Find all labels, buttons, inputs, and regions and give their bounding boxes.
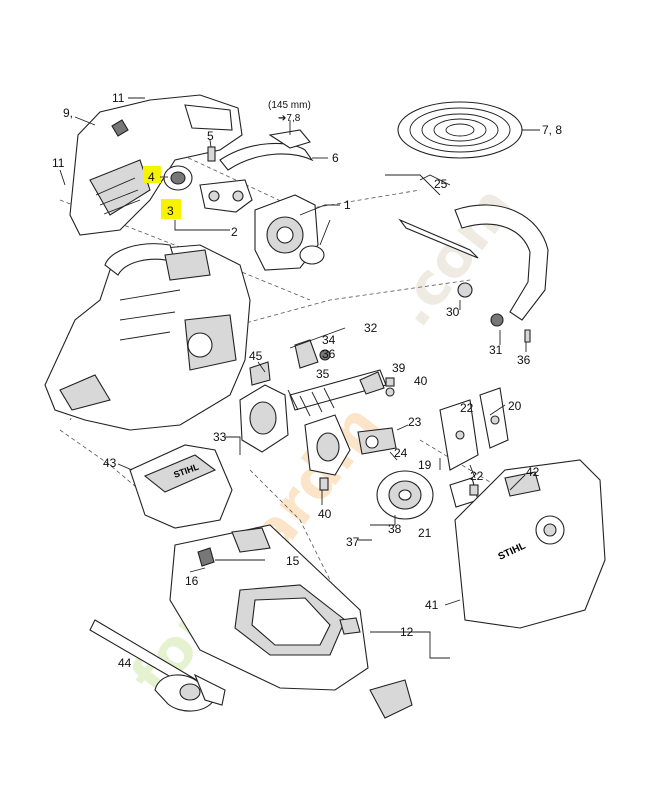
annotation-145mm: (145 mm) — [268, 100, 311, 111]
label-32: 32 — [364, 321, 378, 335]
label-41: 41 — [425, 598, 439, 612]
label-34: 34 — [322, 333, 336, 347]
part-38-clutch — [358, 470, 434, 541]
label-44: 44 — [118, 656, 132, 670]
part-bottom-right — [369, 679, 413, 719]
part-23-24-pump — [304, 414, 409, 476]
part-12-handle-housing — [169, 524, 450, 691]
small-hardware-right — [457, 282, 531, 343]
part-44-wrench — [89, 619, 226, 712]
label-9: 9, — [63, 106, 73, 120]
label-45: 45 — [249, 349, 263, 363]
label-7-8: 7, 8 — [542, 123, 562, 137]
label-19: 19 — [418, 458, 432, 472]
label-1: 1 — [344, 198, 351, 212]
label-5: 5 — [207, 129, 214, 143]
label-3: 3 — [167, 204, 174, 218]
label-4: 4 — [148, 170, 155, 184]
label-22a: 22 — [460, 401, 474, 415]
highlight-4 — [143, 166, 161, 183]
part-19-20-plates — [439, 387, 509, 508]
part-1-starter — [254, 194, 340, 271]
label-31: 31 — [489, 343, 503, 357]
label-20: 20 — [508, 399, 522, 413]
label-37: 37 — [346, 535, 360, 549]
label-38: 38 — [388, 522, 402, 536]
label-30: 30 — [446, 305, 460, 319]
label-24: 24 — [394, 446, 408, 460]
label-42: 42 — [526, 465, 540, 479]
label-6: 6 — [332, 151, 339, 165]
label-35: 35 — [316, 367, 330, 381]
part-33-plate — [225, 384, 289, 455]
label-40a: 40 — [414, 374, 428, 388]
part-43-filter-cover: STIHL — [117, 444, 233, 529]
label-23: 23 — [408, 415, 422, 429]
label-40b: 40 — [318, 507, 332, 521]
label-15: 15 — [286, 554, 300, 568]
part-40-screws — [319, 377, 395, 491]
engine-housing — [44, 243, 251, 431]
label-11a: 11 — [112, 91, 125, 105]
label-12: 12 — [400, 625, 414, 639]
label-2: 2 — [231, 225, 238, 239]
part-25-handguard — [398, 174, 549, 321]
label-25: 25 — [434, 177, 448, 191]
engine-shroud — [69, 94, 243, 236]
label-16: 16 — [185, 574, 199, 588]
part-41-sprocket-cover: STIHL — [444, 459, 606, 629]
label-39: 39 — [392, 361, 406, 375]
leader-lines — [59, 97, 527, 505]
part-15-16-throttle — [189, 527, 271, 573]
label-43: 43 — [103, 456, 117, 470]
label-36a: 36 — [322, 347, 336, 361]
label-33: 33 — [213, 430, 227, 444]
part-45 — [249, 361, 271, 386]
part-32-tensioner — [287, 327, 395, 417]
annotation-arrow-7-8: ➔7,8 — [278, 113, 301, 124]
part-2-bracket — [174, 179, 253, 231]
label-11b: 11 — [52, 156, 65, 170]
part-7-8-spring — [397, 101, 540, 159]
highlight-3 — [161, 199, 181, 219]
part-4-fuel-cap — [160, 165, 193, 191]
label-21: 21 — [418, 526, 432, 540]
label-22b: 22 — [470, 469, 484, 483]
callout-labels: 1 2 3 4 5 6 7, 8 9, 11 11 12 15 16 19 20… — [52, 91, 562, 670]
label-36b: 36 — [517, 353, 531, 367]
part-5-screw — [207, 139, 216, 162]
